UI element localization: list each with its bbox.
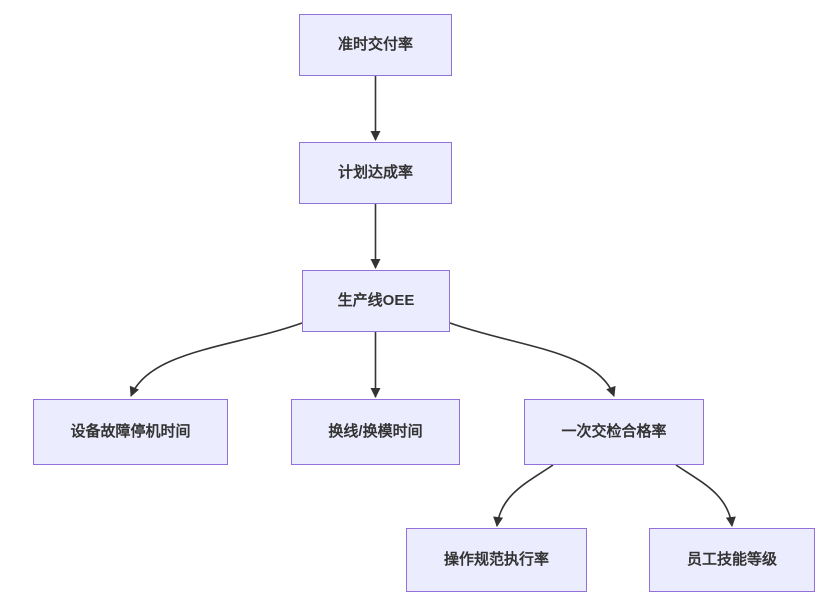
node-sop-execution-rate: 操作规范执行率 [406, 528, 587, 592]
node-label: 准时交付率 [337, 36, 413, 53]
edge-first-pass-yield-to-sop-execution [493, 464, 554, 527]
edge-oee-to-first-pass-yield [449, 322, 616, 397]
node-employee-skill-level: 员工技能等级 [649, 528, 815, 592]
node-label: 操作规范执行率 [443, 551, 549, 568]
node-equipment-downtime: 设备故障停机时间 [33, 399, 228, 465]
node-ontime-delivery-rate: 准时交付率 [299, 14, 452, 76]
node-label: 换线/换模时间 [328, 423, 423, 440]
edge-first-pass-yield-to-employee-skill [675, 464, 736, 527]
node-plan-achievement-rate: 计划达成率 [299, 142, 452, 204]
node-label: 生产线OEE [337, 292, 415, 309]
node-changeover-time: 换线/换模时间 [291, 399, 460, 465]
edge-oee-to-equipment-downtime [129, 322, 303, 397]
node-label: 设备故障停机时间 [70, 423, 191, 440]
node-first-pass-yield: 一次交检合格率 [524, 399, 704, 465]
node-production-line-oee: 生产线OEE [302, 270, 450, 332]
node-label: 一次交检合格率 [561, 423, 667, 440]
node-label: 员工技能等级 [686, 551, 777, 568]
node-label: 计划达成率 [337, 164, 413, 181]
